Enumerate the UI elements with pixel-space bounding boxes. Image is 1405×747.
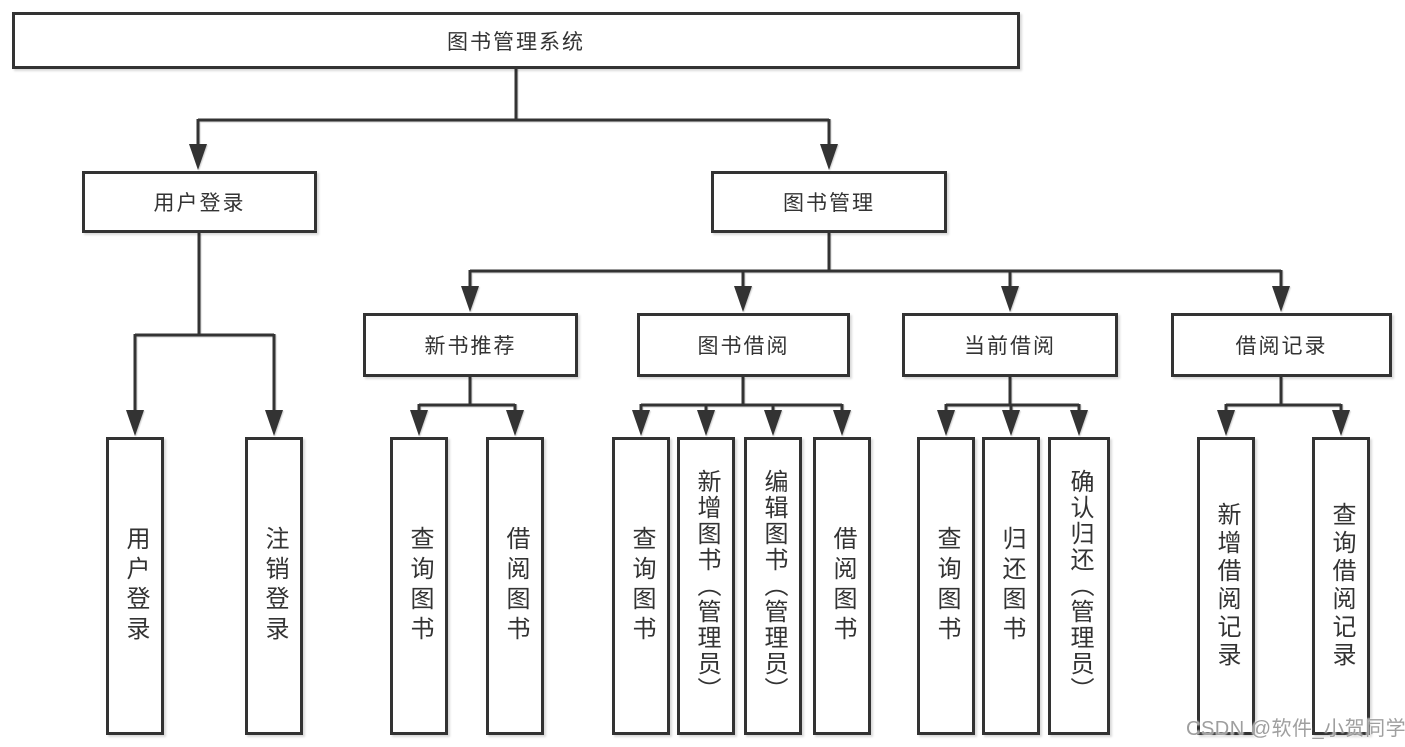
leaf-query-borrow-record: 查询借阅记录 (1312, 437, 1370, 735)
arrowhead-icon (937, 410, 955, 436)
node-current-borrow: 当前借阅 (902, 313, 1118, 377)
node-label: 查询借阅记录 (1328, 502, 1355, 670)
node-book-management: 图书管理 (711, 171, 947, 233)
node-label: 借阅记录 (1235, 335, 1328, 358)
leaf-user-login: 用户登录 (106, 437, 164, 735)
leaf-add-borrow-record: 新增借阅记录 (1197, 437, 1255, 735)
arrowhead-icon (632, 410, 650, 436)
node-label: 注销登录 (261, 526, 288, 646)
node-borrow-record: 借阅记录 (1171, 313, 1392, 377)
node-label: 借阅图书 (502, 526, 529, 646)
arrowhead-icon (461, 286, 479, 312)
connector-userlogin-to-leaves (133, 233, 276, 414)
leaf-borrow-books-borrow: 借阅图书 (813, 437, 871, 735)
node-label: 新增借阅记录 (1213, 502, 1240, 670)
arrowheads (126, 144, 1350, 436)
connector-newbookrec-to-leaves (417, 377, 517, 414)
leaf-return-books: 归还图书 (982, 437, 1040, 735)
node-label: 图书借阅 (697, 335, 790, 358)
connector-borrowrecord-to-leaves (1224, 377, 1343, 414)
node-library-system: 图书管理系统 (12, 12, 1020, 69)
node-label: 新书推荐 (424, 335, 517, 358)
arrowhead-icon (506, 410, 524, 436)
node-label: 图书管理系统 (447, 30, 585, 54)
arrowhead-icon (265, 410, 283, 436)
node-label: 归还图书 (998, 526, 1025, 646)
node-label: 图书管理 (783, 192, 875, 215)
arrowhead-icon (734, 286, 752, 312)
arrowhead-icon (833, 410, 851, 436)
arrowhead-icon (189, 144, 207, 170)
leaf-confirm-return-admin: 确认归还（管理员） (1048, 437, 1110, 735)
node-label: 新增图书（管理员） (693, 469, 720, 703)
node-new-book-recommend: 新书推荐 (363, 313, 578, 377)
node-label: 当前借阅 (964, 335, 1056, 358)
node-label: 查询图书 (406, 526, 433, 646)
leaf-add-books-admin: 新增图书（管理员） (677, 437, 735, 735)
leaf-edit-books-admin: 编辑图书（管理员） (744, 437, 802, 735)
connector-bookmgmt-to-level3 (468, 233, 1283, 292)
arrowhead-icon (1002, 410, 1020, 436)
node-user-login: 用户登录 (82, 171, 317, 233)
leaf-query-books-recommend: 查询图书 (390, 437, 448, 735)
arrowhead-icon (410, 410, 428, 436)
node-label: 编辑图书（管理员） (760, 469, 787, 703)
leaf-query-books-borrow: 查询图书 (612, 437, 670, 735)
connector-bookborrow-to-leaves (639, 377, 844, 414)
connector-currentborrow-to-leaves (944, 377, 1081, 414)
node-book-borrow: 图书借阅 (637, 313, 850, 377)
arrowhead-icon (820, 144, 838, 170)
node-label: 借阅图书 (829, 526, 856, 646)
connector-root-to-level2 (196, 68, 831, 150)
arrowhead-icon (1272, 286, 1290, 312)
watermark-csdn: CSDN @软件_小贺同学 (1186, 718, 1405, 740)
node-label: 确认归还（管理员） (1066, 469, 1093, 703)
node-label: 用户登录 (153, 192, 246, 215)
arrowhead-icon (697, 410, 715, 436)
node-label: 用户登录 (122, 526, 149, 646)
arrowhead-icon (1070, 410, 1088, 436)
arrowhead-icon (126, 410, 144, 436)
node-label: 查询图书 (628, 526, 655, 646)
leaf-logout-login: 注销登录 (245, 437, 303, 735)
leaf-query-books-current: 查询图书 (917, 437, 975, 735)
arrowhead-icon (764, 410, 782, 436)
leaf-borrow-books-recommend: 借阅图书 (486, 437, 544, 735)
arrowhead-icon (1332, 410, 1350, 436)
arrowhead-icon (1217, 410, 1235, 436)
arrowhead-icon (1001, 286, 1019, 312)
node-label: 查询图书 (933, 526, 960, 646)
